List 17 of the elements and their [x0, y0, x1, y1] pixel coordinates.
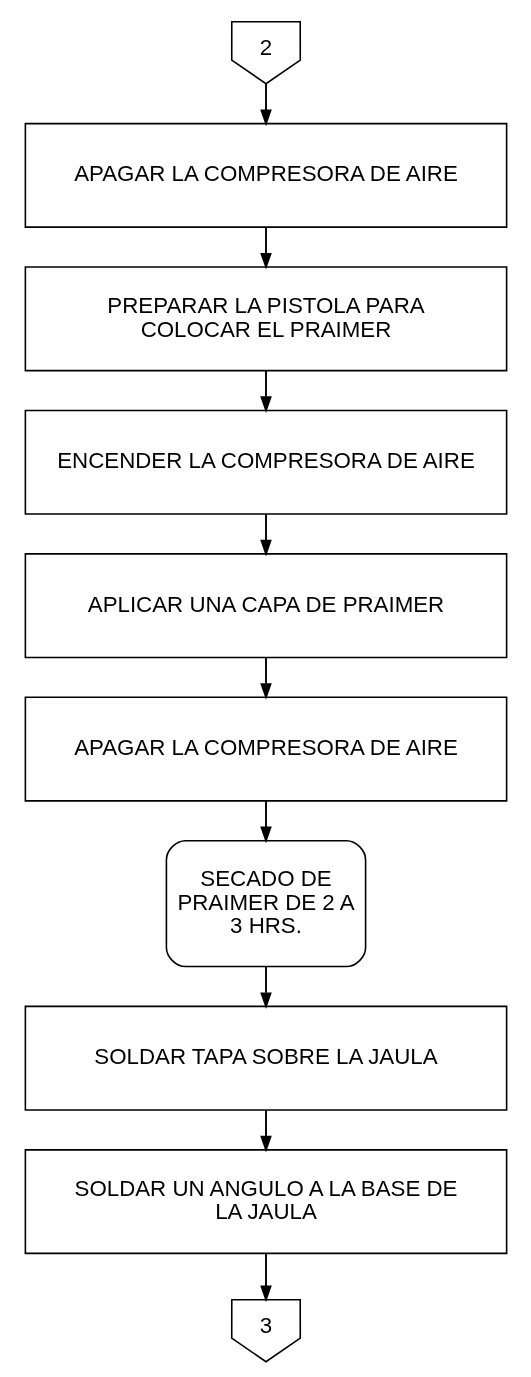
arrow: [259, 800, 272, 844]
node-box: APAGAR LA COMPRESORA DE AIRE: [24, 696, 507, 802]
arrow: [259, 370, 272, 413]
node-box: APAGAR LA COMPRESORA DE AIRE: [24, 122, 507, 228]
node-box: PREPARAR LA PISTOLA PARA COLOCAR EL PRAIMER: [24, 266, 507, 372]
node-box: SECADO DE PRAIMER DE 2 A 3 HRS.: [165, 839, 366, 968]
node-box: SOLDAR UN ANGULO A LA BASE DE LA JAULA: [24, 1149, 507, 1255]
arrow: [259, 1252, 272, 1303]
arrow: [259, 83, 272, 127]
node-box: SOLDAR TAPA SOBRE LA JAULA: [24, 1005, 507, 1111]
arrow: [259, 226, 272, 270]
arrow: [259, 965, 272, 1010]
node-box: ENCENDER LA COMPRESORA DE AIRE: [24, 409, 507, 515]
arrow: [259, 1109, 272, 1153]
node-box: APLICAR UNA CAPA DE PRAIMER: [24, 553, 507, 659]
arrow: [259, 513, 272, 557]
arrow: [259, 656, 272, 700]
